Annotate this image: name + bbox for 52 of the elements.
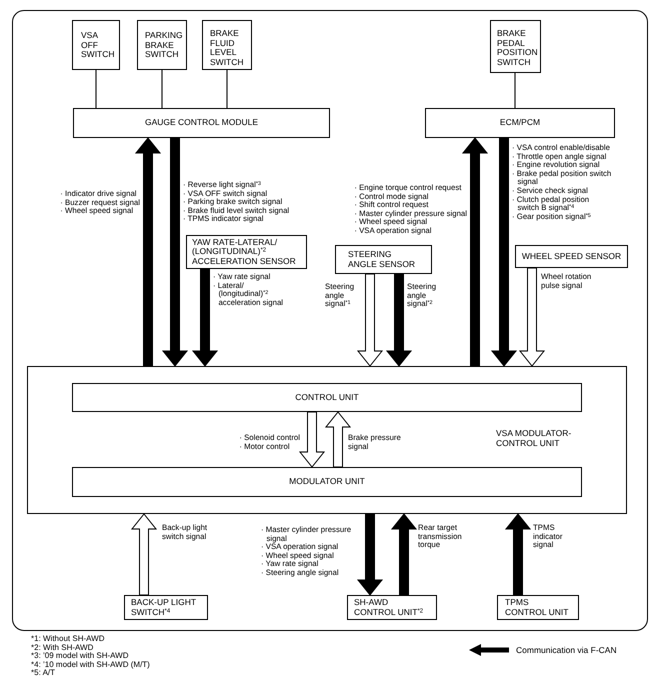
node-label: TPMS CONTROL UNIT <box>505 598 570 618</box>
sensor-box <box>515 245 628 268</box>
arrow <box>504 513 532 596</box>
node-label: STEERING ANGLE SENSOR <box>348 250 416 270</box>
unit-box <box>347 595 437 620</box>
node-label: VSA OFF SWITCH <box>81 31 115 60</box>
node-label: BRAKE FLUID LEVEL SWITCH <box>210 29 244 68</box>
switch-box <box>124 595 208 620</box>
switch-box <box>202 20 252 70</box>
switch-box <box>137 20 187 70</box>
arrow <box>490 138 518 367</box>
arrow <box>134 137 162 366</box>
node-label: CONTROL UNIT <box>295 392 359 402</box>
node-label: YAW RATE-LATERAL/ (LONGITUDINAL)$^{*2}$ ACCELERATION SENSOR <box>192 238 297 266</box>
footnote: *3: ’09 model with SH-AWD <box>31 652 129 661</box>
arrow <box>130 513 158 596</box>
footnote: *4: ’10 model with SH-AWD (M/T) <box>31 660 150 669</box>
node-label: WHEEL SPEED SENSOR <box>522 252 622 262</box>
arrow <box>462 137 488 366</box>
node-label: ECM/PCM <box>500 118 540 128</box>
footnote: *5: A/T <box>31 669 56 678</box>
node-label: PARKING BRAKE SWITCH <box>145 31 183 60</box>
arrow <box>356 274 384 367</box>
sensor-box <box>186 235 307 269</box>
unit-box <box>72 467 582 497</box>
arrow <box>192 268 218 367</box>
arrow <box>390 513 418 596</box>
connector-line <box>514 72 516 108</box>
node-label: GAUGE CONTROL MODULE <box>144 118 258 128</box>
switch-box <box>72 20 120 70</box>
node-label: BACK-UP LIGHT SWITCH$^{*4}$ <box>131 598 197 618</box>
sensor-box <box>335 245 432 274</box>
node-label: MODULATOR UNIT <box>289 477 365 487</box>
arrow <box>356 514 384 596</box>
arrow <box>518 268 546 367</box>
arrow <box>298 412 326 468</box>
unit-box <box>497 595 579 620</box>
module-box <box>425 108 615 138</box>
footnote: *2: With SH-AWD <box>31 644 94 652</box>
node-label: SH-AWD CONTROL UNIT$^{*2}$ <box>354 598 424 618</box>
arrow <box>162 138 188 367</box>
arrow <box>386 274 412 367</box>
unit-box <box>27 366 627 514</box>
module-box <box>73 108 330 138</box>
node-label: BRAKE PEDAL POSITION SWITCH <box>497 29 538 68</box>
arrow <box>324 411 352 468</box>
unit-box <box>72 383 582 412</box>
switch-box <box>490 20 541 73</box>
legend-label: Communication via F-CAN <box>516 645 617 655</box>
footnote: *1: Without SH-AWD <box>31 635 104 644</box>
node-label: VSA MODULATOR- CONTROL UNIT <box>496 429 572 448</box>
connector-line <box>226 70 228 108</box>
